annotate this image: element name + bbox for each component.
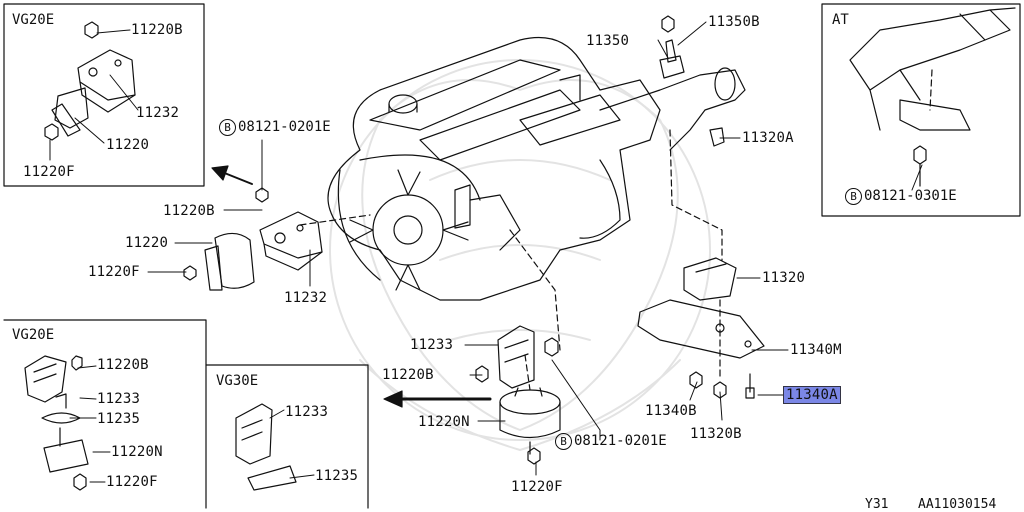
part-label[interactable]: 11220B xyxy=(382,367,434,383)
part-label-highlighted[interactable]: 11340A xyxy=(783,386,841,404)
transmission-mount-parts xyxy=(637,15,765,399)
part-label[interactable]: 11350 xyxy=(586,33,630,49)
part-label[interactable]: 11220F xyxy=(511,479,563,495)
part-label[interactable]: 11340B xyxy=(645,403,697,419)
part-label[interactable]: 11220F xyxy=(106,474,158,490)
bottom-center-mount xyxy=(475,325,561,465)
part-label[interactable]: 11220B xyxy=(163,203,215,219)
at-bracket xyxy=(849,7,1016,187)
part-label[interactable]: 11220N xyxy=(111,444,163,460)
bolt-marker: B xyxy=(845,188,862,205)
part-label[interactable]: 11320B xyxy=(690,426,742,442)
bolt-number: 08121-0201E xyxy=(238,119,331,135)
part-label[interactable]: 11220B xyxy=(97,357,149,373)
box-frames xyxy=(3,3,1021,509)
part-label[interactable]: 11235 xyxy=(315,468,359,484)
part-label[interactable]: 11320A xyxy=(742,130,794,146)
part-label[interactable]: 11220N xyxy=(418,414,470,430)
model-code: Y31 xyxy=(865,497,889,512)
watermark-emblem xyxy=(329,59,711,451)
dashed-leaders xyxy=(299,69,933,391)
part-label[interactable]: 11340M xyxy=(790,342,842,358)
part-label[interactable]: 11233 xyxy=(410,337,454,353)
vg20e-top-mount xyxy=(44,21,136,141)
vg20e-lower-mount xyxy=(24,355,89,491)
part-label[interactable]: 11220F xyxy=(23,164,75,180)
part-label[interactable]: 11232 xyxy=(284,290,328,306)
part-label[interactable]: 11232 xyxy=(136,105,180,121)
part-label[interactable]: 11220 xyxy=(125,235,169,251)
part-label[interactable]: 11350B xyxy=(708,14,760,30)
center-left-mount xyxy=(183,187,323,291)
part-label[interactable]: 11235 xyxy=(97,411,141,427)
part-label[interactable]: 11233 xyxy=(285,404,329,420)
bolt-number: 08121-0301E xyxy=(864,188,957,204)
part-label[interactable]: 11220F xyxy=(88,264,140,280)
bolt-marker: B xyxy=(219,119,236,136)
box-title-at: AT xyxy=(832,12,849,28)
box-title-vg20e-top: VG20E xyxy=(12,12,55,28)
part-label[interactable]: 11233 xyxy=(97,391,141,407)
bolt-marker: B xyxy=(555,433,572,450)
box-title-vg20e-lower: VG20E xyxy=(12,327,55,343)
part-label[interactable]: 11320 xyxy=(762,270,806,286)
part-label[interactable]: 11220 xyxy=(106,137,150,153)
part-label[interactable]: 11220B xyxy=(131,22,183,38)
box-title-vg30e: VG30E xyxy=(216,373,259,389)
bolt-number: 08121-0201E xyxy=(574,433,667,449)
engine-assembly xyxy=(327,36,746,301)
vg30e-mount xyxy=(235,403,297,491)
diagram-code: AA11030154 xyxy=(918,497,997,512)
direction-arrows xyxy=(211,165,492,408)
